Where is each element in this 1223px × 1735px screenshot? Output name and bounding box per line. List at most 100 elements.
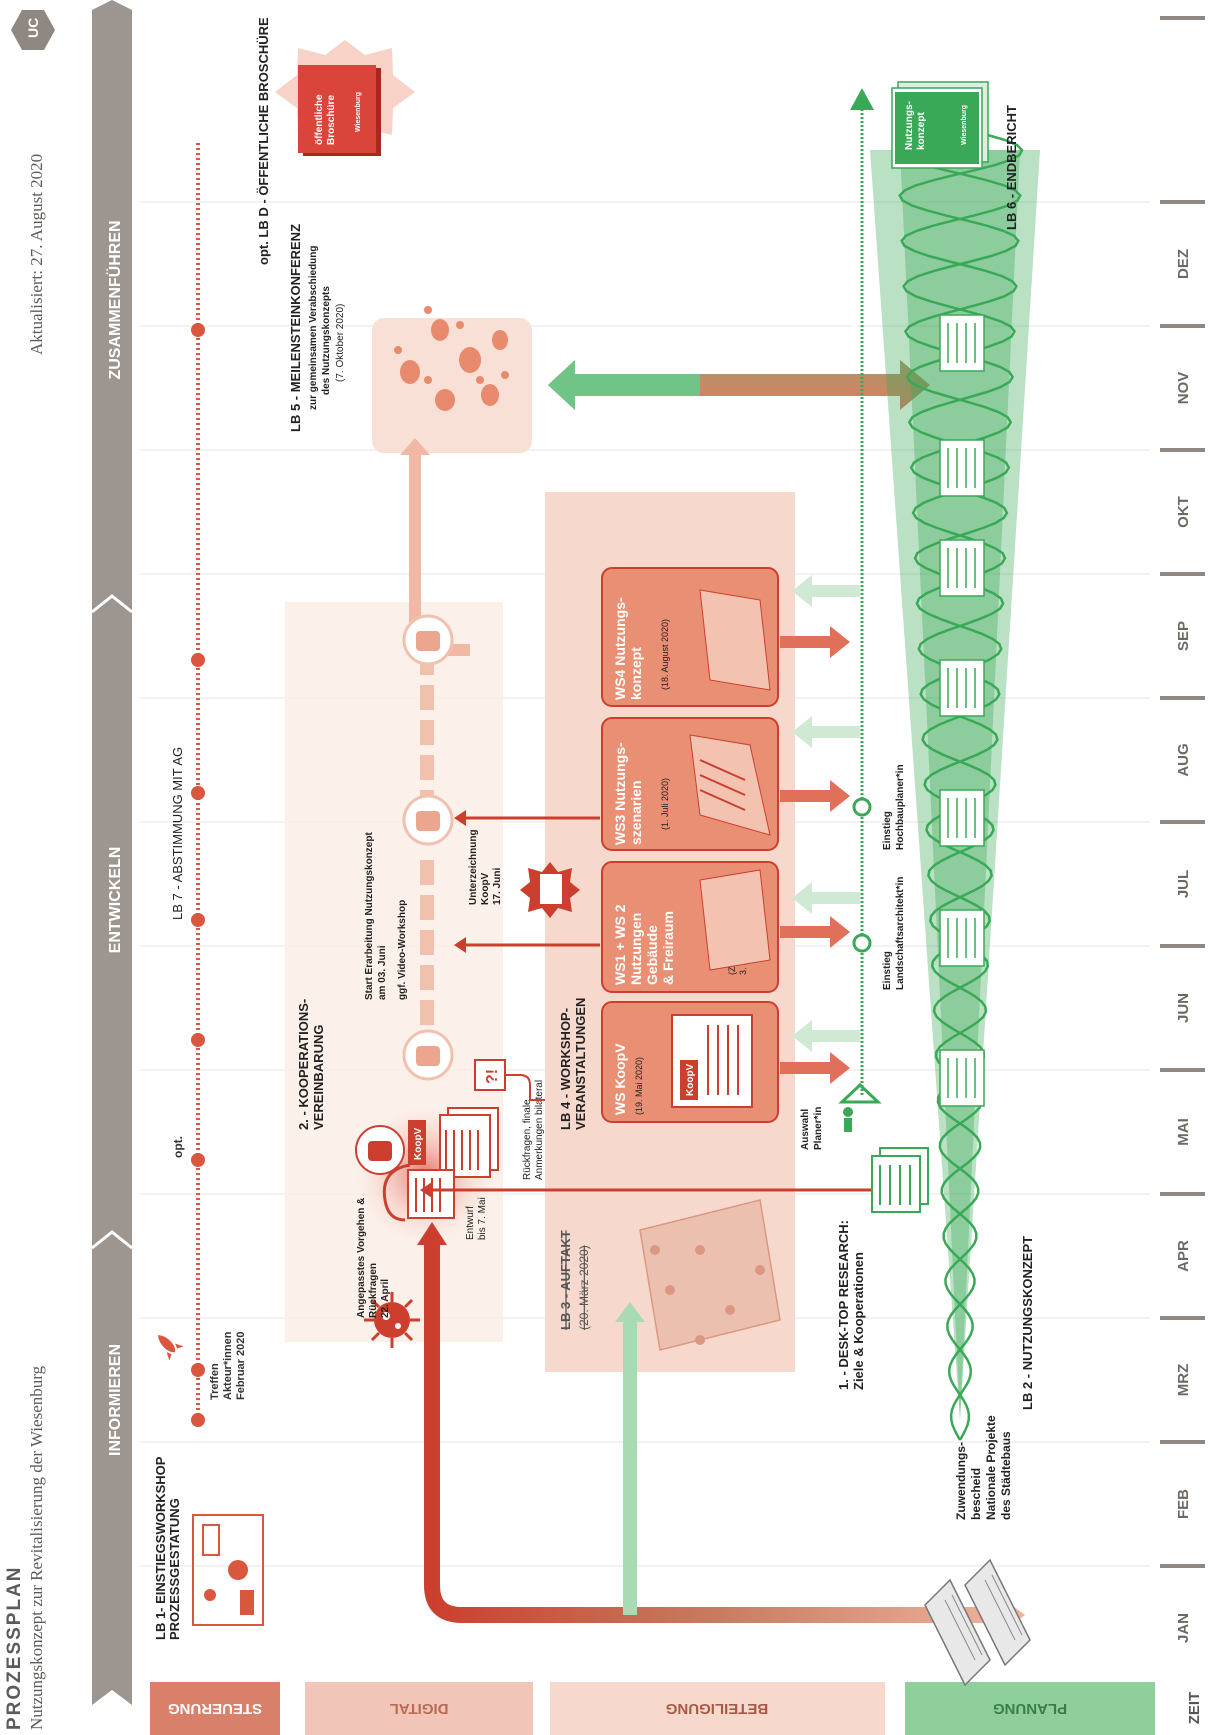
page-subtitle: Nutzungskonzept zur Revitalisierung der … (27, 1365, 46, 1730)
konkrete-label: konkrete Planungen (850, 264, 861, 360)
ws4-box: WS4 Nutzungs-konzept (18. August 2020) (601, 567, 779, 707)
unterz-label: UnterzeichnungKoopV17. Juni (468, 829, 503, 905)
lane-label-planung: PLANUNG (993, 1700, 1067, 1717)
koop-title: 2. - KOOPERATIONS-VEREINBARUNG (296, 999, 326, 1130)
ws3-box: WS3 Nutzungs-szenarien (1. Juli 2020) (601, 717, 779, 851)
month-label: AUG (1175, 743, 1192, 776)
lane-legend: STEUERUNG DIGITAL BETEILIGUNG PLANUNG ZE… (0, 1620, 1223, 1735)
planning-document (939, 659, 985, 717)
einstieg-la-marker (852, 933, 872, 953)
lb5-sub1: zur gemeinsamen Verabschiedung (308, 246, 319, 411)
broschuere-wiesenburg: Wiesenburg (355, 92, 362, 132)
planning-document (939, 539, 985, 597)
meeting-dot (191, 913, 205, 927)
meeting-dot (191, 323, 205, 337)
ws3-title: WS3 Nutzungs-szenarien (612, 742, 644, 845)
uc-logo (11, 10, 55, 50)
svg-text:?!: ?! (484, 1069, 501, 1084)
month-label: DEZ (1175, 249, 1192, 279)
lb3-date: (20. März 2020) (577, 1245, 591, 1330)
phase-informieren: INFORMIEREN (107, 1344, 124, 1456)
desktop-docs (871, 1147, 929, 1213)
ws12-title: WS1 + WS 2NutzungenGebäude& Freiraum (612, 904, 676, 985)
month-label: SEP (1175, 621, 1192, 651)
month-label: OKT (1175, 496, 1192, 528)
lane-digital (305, 1682, 533, 1735)
zuwendung-label: Zuwendungs-bescheidNationale Projektedes… (954, 1415, 1013, 1520)
nutzungskonzept-wiesenburg: Wiesenburg (961, 105, 968, 145)
phase-zusammenfuehren: ZUSAMMENFÜHREN (105, 220, 124, 379)
nutzungskonzept-report: Nutzungs-konzept Wiesenburg (891, 81, 989, 169)
planer-person-icon (838, 1082, 882, 1132)
lane-planung (905, 1682, 1155, 1735)
broschuere-text: öffentlicheBroschüre (314, 94, 337, 145)
ws3-date: (1. Juli 2020) (660, 778, 670, 830)
lane-label-steuerung: STEUERUNG (168, 1700, 262, 1717)
lb1-workshop: LB 1- EINSTIEGSWORKSHOPPROZESSGESTATUNG (153, 1335, 264, 1640)
meeting-dot (191, 1413, 205, 1427)
treffen-label: TreffenAkteur*innenFebruar 2020 (209, 1331, 247, 1400)
planung-helix-2 (896, 128, 1022, 1441)
month-label: JUN (1175, 993, 1192, 1023)
phase-entwickeln: ENTWICKELN (107, 847, 124, 954)
planning-document (939, 789, 985, 847)
lb3-label: LB 3 - AUFTAKT (558, 1230, 573, 1330)
month-label: NOV (1175, 372, 1192, 405)
planung-documents (939, 314, 985, 1107)
zuwendung-docs (924, 1558, 1031, 1687)
month-label: FEB (1175, 1489, 1192, 1519)
month-label: JUL (1175, 870, 1192, 898)
month-label: JAN (1175, 1613, 1192, 1643)
lane-beteiligung (550, 1682, 885, 1735)
month-axis: JAN FEB MRZ APR MAI JUN JUL AUG SEP OKT NOV DEZ (1175, 249, 1192, 1643)
auftakt-illustration (639, 1199, 781, 1351)
ws4-title: WS4 Nutzungs-konzept (612, 597, 644, 700)
nutzungskonzept-doc-text: Nutzungs-konzept (904, 101, 927, 150)
lb5-label: LB 5 - MEILENSTEINKONFERENZ (288, 224, 303, 432)
month-label: MAI (1175, 1118, 1192, 1146)
steuerung-meetings (191, 323, 205, 1427)
lb1-icon (192, 1514, 264, 1626)
video-workshop-weight-icons (402, 614, 454, 1081)
rocket-icon (158, 1335, 184, 1361)
page-title: PROZESSPLAN (4, 1565, 25, 1730)
lb5-date: (7. Oktober 2020) (335, 304, 346, 382)
koopv-seal-icon (520, 862, 580, 918)
logo-text: UC (25, 18, 41, 38)
planung-to-ws-arrows (792, 575, 860, 1052)
koopv-loop-arrow (382, 1163, 411, 1222)
opt-label: opt. (171, 1136, 185, 1158)
desktop-label: 1. - DESK-TOP RESEARCH:Ziele & Kooperati… (836, 1220, 866, 1390)
month-label: APR (1175, 1240, 1192, 1272)
lb5-sub2: des Nutzungskonzepts (321, 286, 332, 395)
meeting-dot (191, 786, 205, 800)
video-label: ggf. Video-Workshop (397, 900, 408, 1000)
lb2-label: LB 2 - NUTZUNGSKONZEPT (1020, 1236, 1035, 1410)
month-label: MRZ (1175, 1364, 1192, 1397)
milestone-panel (372, 318, 532, 453)
lb7-label: LB 7 - ABSTIMMUNG MIT AG (170, 747, 185, 920)
conference-people-icon (394, 306, 509, 411)
lb6-label: LB 6 - ENDBERICHT (1004, 105, 1019, 230)
lane-steuerung (150, 1682, 280, 1735)
meeting-dot (191, 1363, 205, 1377)
lb4-label: LB 4 - WORKSHOP-VERANSTALTUNGEN (558, 998, 588, 1130)
question-icon: ?! (474, 1059, 506, 1091)
rueckfragen-label: Rückfragen, finaleAnmerkungen bilateral (522, 1080, 545, 1180)
planning-document (939, 314, 985, 372)
virus-icon (364, 1292, 420, 1348)
rueckfragen-arrow (505, 1074, 545, 1101)
ws-to-planung-arrows (780, 626, 850, 1084)
entwurf-label: Entwurfbis 7. Mai (465, 1197, 488, 1240)
phase-bar: INFORMIEREN ENTWICKELN ZUSAMMENFÜHREN (91, 0, 133, 1705)
digital-arrows (454, 810, 600, 953)
ws-koopv-box: WS KoopV (19. Mai 2020) KoopV (601, 1001, 779, 1123)
ws12-box: WS1 + WS 2NutzungenGebäude& Freiraum (Zu… (601, 861, 779, 993)
planning-document (939, 909, 985, 967)
einstieg-hb-marker (852, 797, 872, 817)
ws-koopv-doc: KoopV (685, 1063, 696, 1096)
